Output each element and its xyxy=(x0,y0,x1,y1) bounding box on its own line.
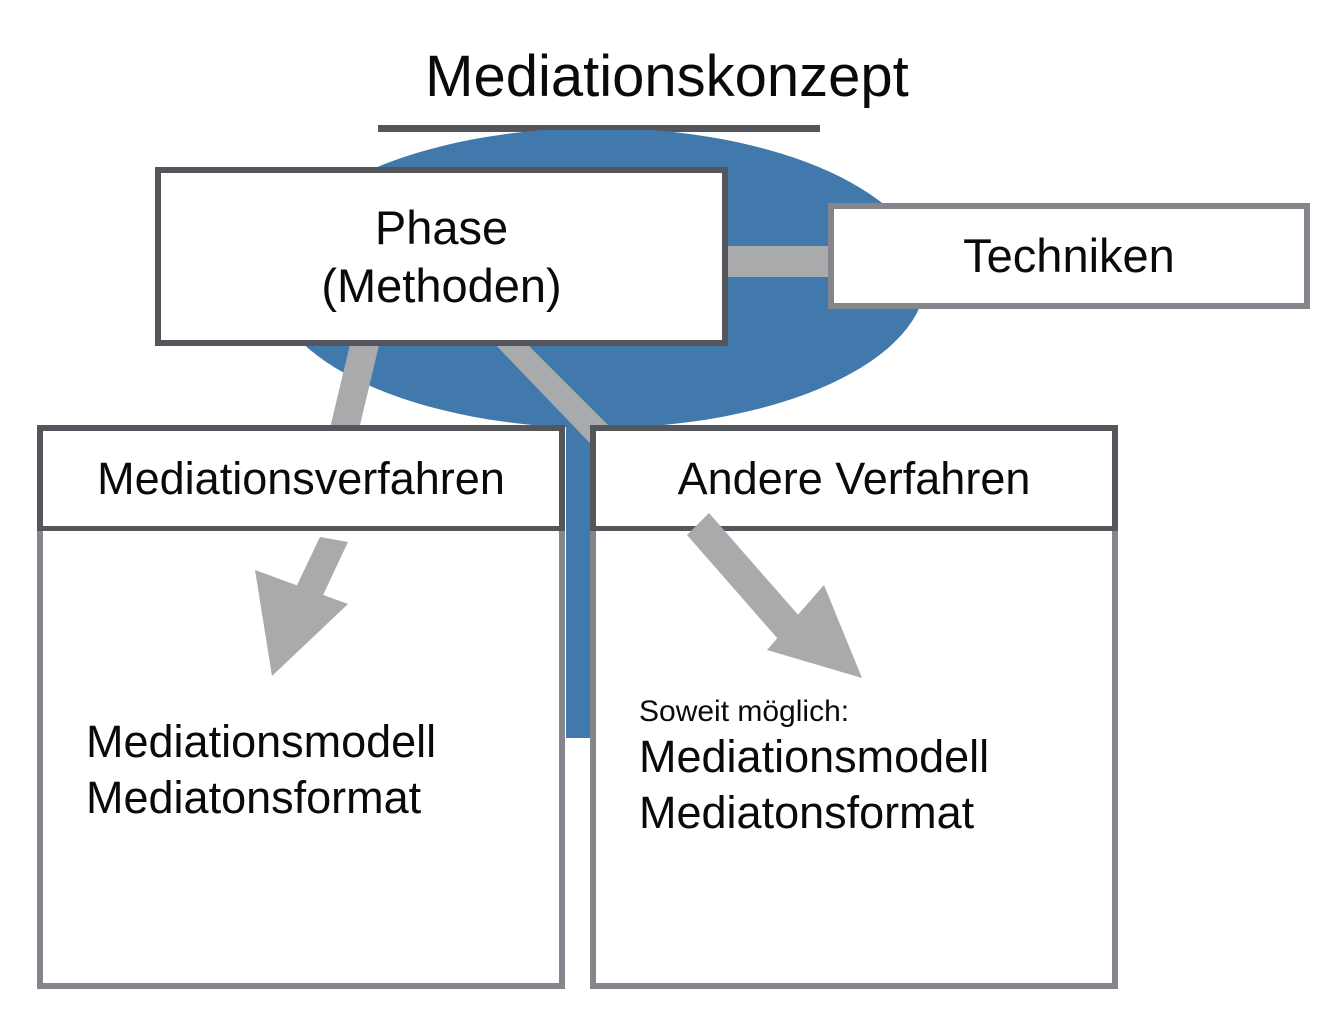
node-mediationsverfahren-body: Mediationsmodell Mediatonsformat xyxy=(37,531,565,989)
node-phase[interactable]: Phase (Methoden) xyxy=(155,167,728,346)
node-andere-verfahren-header-label: Andere Verfahren xyxy=(677,452,1031,504)
node-techniken-label: Techniken xyxy=(963,229,1175,282)
node-andere-verfahren-body-text: Mediationsmodell Mediatonsformat xyxy=(639,729,989,841)
node-mediationsverfahren-body-line1: Mediationsmodell xyxy=(86,716,437,767)
page-title: Mediationskonzept xyxy=(425,44,909,109)
title-underline xyxy=(378,125,820,132)
node-phase-label-line2: (Methoden) xyxy=(321,258,562,312)
node-andere-verfahren-body-line2: Mediatonsformat xyxy=(639,787,975,838)
node-techniken[interactable]: Techniken xyxy=(828,203,1310,309)
node-andere-verfahren-note: Soweit möglich: xyxy=(639,695,850,728)
node-andere-verfahren-body-line1: Mediationsmodell xyxy=(639,731,990,782)
node-mediationsverfahren-header-label: Mediationsverfahren xyxy=(97,452,505,504)
node-mediationsverfahren-body-text: Mediationsmodell Mediatonsformat xyxy=(86,714,436,826)
node-andere-verfahren-body: Soweit möglich: Mediationsmodell Mediato… xyxy=(590,531,1118,989)
node-mediationsverfahren-body-line2: Mediatonsformat xyxy=(86,772,422,823)
node-andere-verfahren-header[interactable]: Andere Verfahren xyxy=(590,425,1118,532)
node-mediationsverfahren-header[interactable]: Mediationsverfahren xyxy=(37,425,565,532)
node-phase-label-line1: Phase xyxy=(374,200,509,254)
